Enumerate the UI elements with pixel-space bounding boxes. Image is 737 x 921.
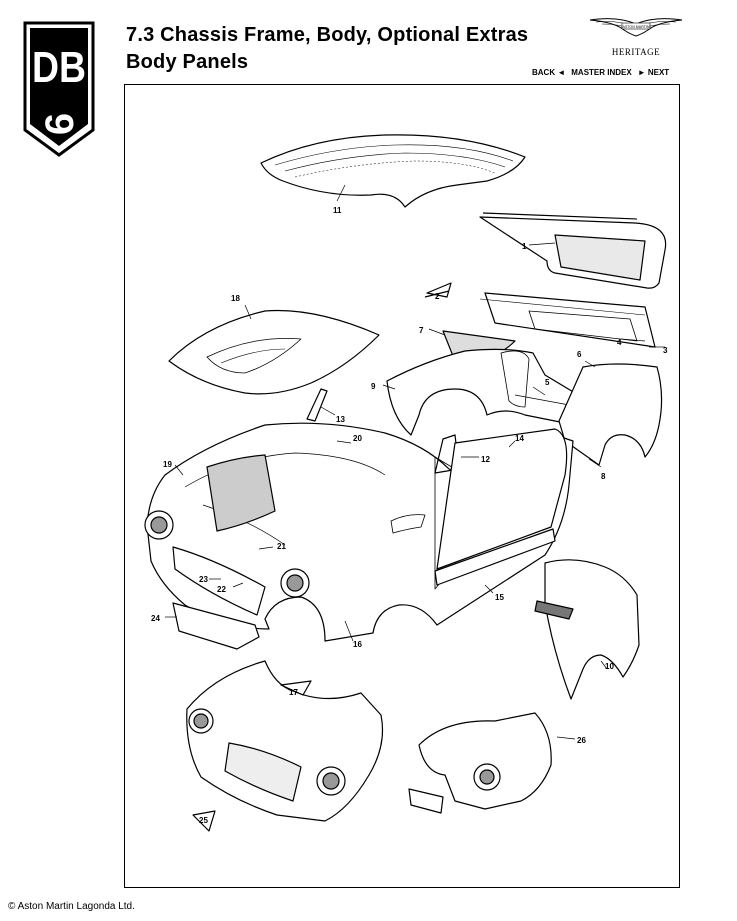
copyright-notice: © Aston Martin Lagonda Ltd. [8,901,135,912]
callout-14: 14 [515,434,524,443]
callout-22: 22 [217,585,226,594]
front-wing-right [534,559,640,700]
back-link[interactable]: BACK ◄ [532,68,566,77]
sill-panel [434,528,556,586]
callout-16: 16 [353,640,362,649]
windscreen-frame [479,292,656,348]
callout-8: 8 [601,472,606,481]
master-index-link[interactable]: MASTER INDEX [571,68,632,77]
callout-2: 2 [435,292,440,301]
windscreen-pillar [306,388,328,422]
boot-lid [479,212,667,289]
bonnet-panel [168,309,380,395]
callout-18-bonnet: 18 [231,294,240,303]
callout-11: 11 [333,206,342,215]
page-title: 7.3 Chassis Frame, Body, Optional Extras… [126,22,528,76]
callout-20: 20 [353,434,362,443]
front-valance [172,602,260,650]
callout-12: 12 [481,455,490,464]
callout-24: 24 [151,614,160,623]
title-line-1: 7.3 Chassis Frame, Body, Optional Extras [126,24,529,46]
page-navigation: BACK ◄ MASTER INDEX ► NEXT [532,68,669,77]
callout-arrow-2 [424,282,452,298]
callout-15: 15 [495,593,504,602]
aston-martin-heritage-logo: ASTON MARTIN HERITAGE [588,14,684,64]
callout-arrow-25 [192,810,216,832]
callout-9: 9 [371,382,376,391]
callout-25: 25 [199,816,208,825]
callout-5: 5 [545,378,550,387]
callout-13: 13 [336,415,345,424]
callout-1: 1 [522,242,527,251]
front-nose-assembly [186,660,384,822]
body-panels-diagram: 11 1 2 18 7 4 3 6 5 9 13 20 12 14 8 19 2… [124,84,680,888]
front-wing-section [408,712,552,814]
callout-4: 4 [617,338,622,347]
callout-7: 7 [419,326,424,335]
db6-logo: DB 6 [22,20,96,158]
callout-26: 26 [577,736,586,745]
callout-21: 21 [277,542,286,551]
logo-text-db: DB [32,43,86,92]
wings-icon: ASTON MARTIN [589,18,683,37]
callout-23: 23 [199,575,208,584]
callout-arrow-17 [280,680,312,696]
callout-17: 17 [289,688,298,697]
title-line-2: Body Panels [126,51,249,73]
rear-wing-right [558,363,663,466]
callout-6: 6 [577,350,582,359]
heritage-label: HERITAGE [611,47,661,57]
leader-lines [165,184,665,740]
roof-panel [260,134,526,208]
callout-10: 10 [605,662,614,671]
next-link[interactable]: ► NEXT [637,68,670,77]
door-panel [436,428,568,570]
logo-text-6: 6 [38,113,82,135]
callout-19: 19 [163,460,172,469]
emblem-text: ASTON MARTIN [622,25,649,29]
callout-3: 3 [663,346,668,355]
